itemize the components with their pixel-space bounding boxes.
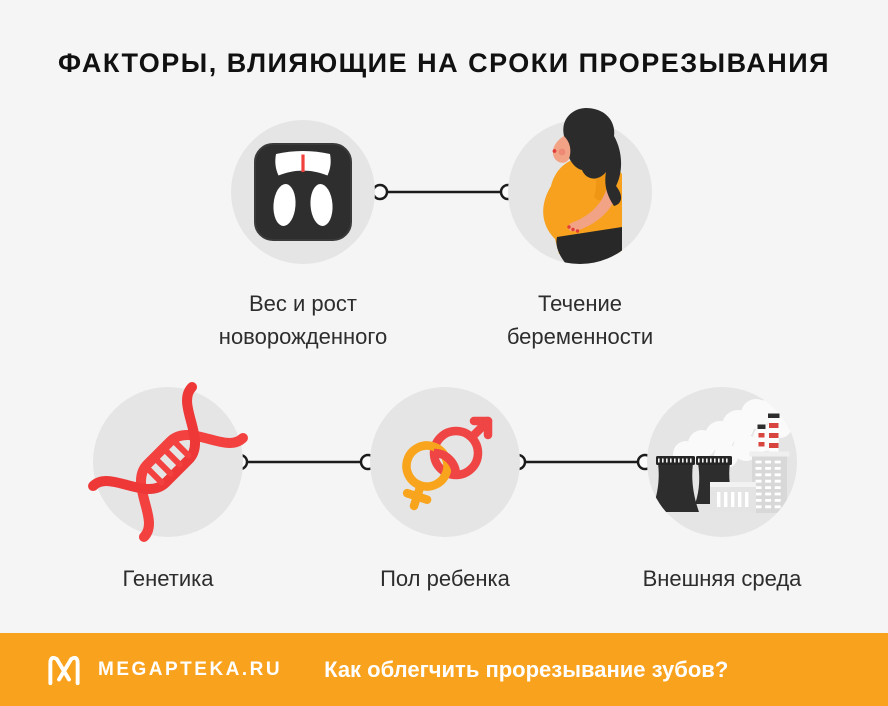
factor-label-pregnancy: Течение беременности [506,291,654,349]
factor-label-genetics: Генетика [122,566,214,591]
factor-label-weight: Вес и рост новорожденного [218,291,388,349]
pregnant-woman-icon [508,108,652,264]
factory-icon [647,387,797,537]
footer-bar: MEGAPTEKA.RU Как облегчить прорезывание … [0,633,888,706]
footer-brand: MEGAPTEKA.RU [98,658,283,680]
scale-icon [231,120,375,264]
footer-question: Как облегчить прорезывание зубов? [324,656,729,682]
megapteka-logo-icon [48,655,80,686]
dna-icon [88,382,248,542]
gender-icon [370,387,520,537]
factor-label-sex: Пол ребенка [380,566,510,591]
connector-dot [371,183,389,201]
page-title: ФАКТОРЫ, ВЛИЯЮЩИЕ НА СРОКИ ПРОРЕЗЫВАНИЯ [57,48,831,78]
factor-label-environment: Внешняя среда [642,566,802,591]
